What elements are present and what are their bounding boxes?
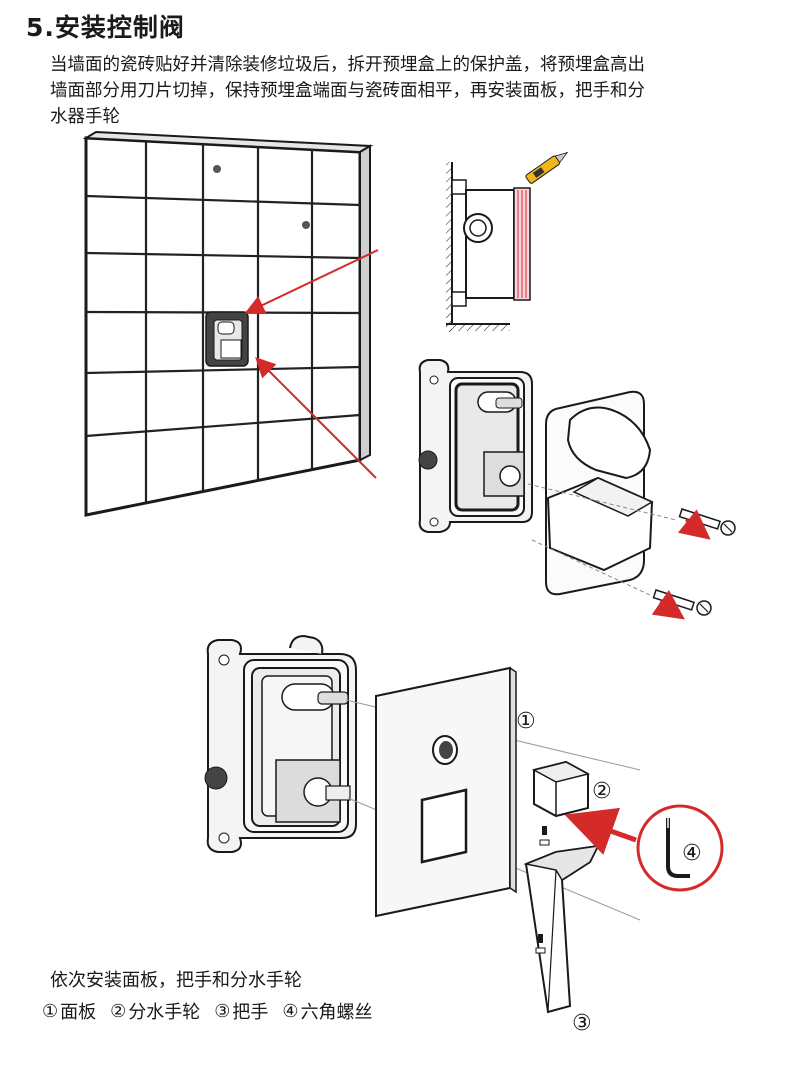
screw-icon — [677, 508, 736, 540]
legend-label: 面板 — [60, 1002, 97, 1023]
tiled-wall — [82, 130, 374, 517]
tile-grout-lines — [85, 141, 361, 503]
legend-number: ② — [110, 1000, 127, 1022]
wall-valve-outlet — [205, 311, 249, 367]
cover-plate — [375, 666, 517, 918]
callout-diverter-knob: ② — [592, 779, 612, 804]
embedded-valve-box-top — [418, 359, 533, 533]
pointer-arrow — [244, 249, 379, 315]
legend-number: ① — [42, 1000, 59, 1022]
intro-paragraph: 当墙面的瓷砖贴好并清除装修垃圾后，拆开预埋盒上的保护盖，将预埋盒高出 墙面部分用… — [50, 52, 790, 130]
parts-legend: ① 面板 ② 分水手轮 ③ 把手 ④ 六角螺丝 — [42, 998, 373, 1024]
hex-key-arrow — [564, 807, 637, 855]
legend-label: 六角螺丝 — [300, 1002, 373, 1023]
legend-label: 把手 — [232, 1002, 269, 1023]
cover-plate-top — [545, 390, 654, 596]
legend-label: 分水手轮 — [128, 1002, 201, 1023]
legend-number: ④ — [282, 1000, 299, 1022]
legend-item-cover-plate: ① 面板 — [42, 998, 96, 1024]
page-title: 5.安装控制阀 — [26, 13, 185, 42]
utility-knife-icon — [525, 151, 569, 184]
legend-item-diverter-knob: ② 分水手轮 — [110, 998, 200, 1024]
intro-line-3: 水器手轮 — [50, 107, 120, 127]
diverter-knob — [531, 760, 591, 818]
set-screw-icon — [539, 826, 550, 846]
wall-outlet-dot — [302, 221, 310, 229]
pointer-arrow — [255, 357, 377, 479]
intro-line-1: 当墙面的瓷砖贴好并清除装修垃圾后，拆开预埋盒上的保护盖，将预埋盒高出 — [50, 55, 645, 75]
callout-hex-screw: ④ — [682, 841, 702, 866]
embedded-valve-box — [204, 634, 357, 853]
set-screw-icon — [535, 934, 546, 954]
legend-item-handle: ③ 把手 — [214, 998, 268, 1024]
alignment-lines — [527, 483, 677, 597]
legend-item-hex-screw: ④ 六角螺丝 — [282, 998, 372, 1024]
assembly-caption: 依次安装面板，把手和分水手轮 — [50, 970, 302, 991]
wall-outlet-dot — [213, 165, 221, 173]
intro-line-2: 墙面部分用刀片切掉，保持预埋盒端面与瓷砖面相平，再安装面板，把手和分 — [50, 81, 645, 101]
callout-cover-plate: ① — [516, 709, 536, 734]
callout-handle: ③ — [572, 1011, 592, 1036]
screw-icon — [651, 589, 712, 620]
handle-lever — [523, 844, 600, 1014]
legend-number: ③ — [214, 1000, 231, 1022]
cross-section-view — [446, 151, 569, 332]
hex-key-callout — [636, 804, 724, 892]
